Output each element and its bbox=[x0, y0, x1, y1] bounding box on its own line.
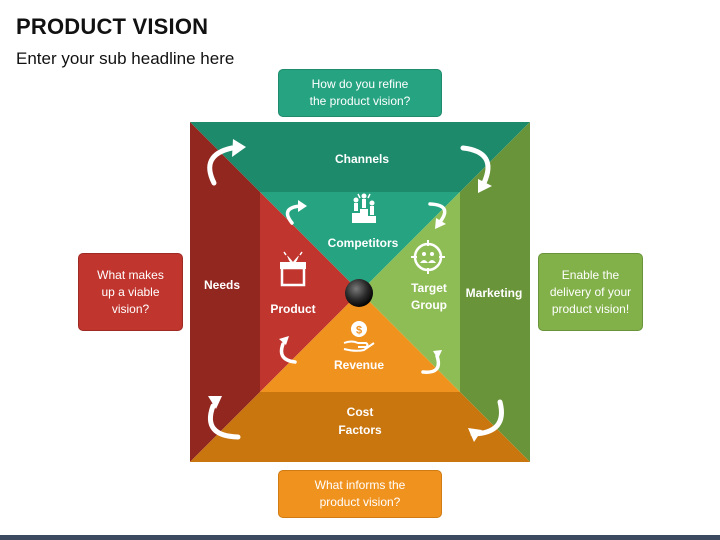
outer-cost-segment bbox=[190, 392, 530, 462]
label-channels: Channels bbox=[335, 152, 389, 166]
label-target-line1: Target bbox=[411, 281, 447, 295]
page-subtitle: Enter your sub headline here bbox=[16, 49, 235, 68]
podium-people-icon bbox=[352, 193, 376, 223]
curved-arrow-icon bbox=[279, 342, 297, 364]
callout-viable: What makes up a viable vision? bbox=[78, 253, 183, 331]
money-hand-icon: $ bbox=[343, 321, 375, 352]
label-marketing: Marketing bbox=[466, 286, 523, 300]
callout-refine: How do you refine the product vision? bbox=[278, 69, 442, 117]
label-cost-line2: Factors bbox=[338, 423, 382, 437]
target-people-icon bbox=[411, 240, 445, 274]
inner-target-segment bbox=[360, 192, 460, 392]
callout-informs: What informs the product vision? bbox=[278, 470, 442, 518]
svg-text:$: $ bbox=[356, 325, 362, 337]
label-needs: Needs bbox=[204, 278, 240, 292]
page-title: PRODUCT VISION bbox=[16, 14, 209, 39]
center-ball bbox=[345, 279, 373, 307]
label-revenue: Revenue bbox=[334, 358, 384, 372]
outer-marketing-segment bbox=[460, 122, 530, 462]
inner-arrows bbox=[279, 202, 447, 374]
label-cost-line1: Cost bbox=[347, 405, 374, 419]
curved-arrow-icon bbox=[285, 204, 302, 225]
label-target-line2: Group bbox=[411, 298, 447, 312]
callout-delivery: Enable the delivery of your product visi… bbox=[538, 253, 643, 331]
inner-competitors-segment bbox=[260, 192, 460, 292]
footer-bar bbox=[0, 535, 720, 540]
gift-box-icon bbox=[280, 251, 306, 287]
curved-arrow-icon bbox=[207, 145, 235, 186]
label-product: Product bbox=[270, 302, 315, 316]
outer-needs-segment bbox=[190, 122, 260, 462]
curved-arrow-icon bbox=[460, 145, 491, 186]
inner-arrowheads bbox=[279, 200, 446, 359]
outer-arrowheads bbox=[208, 139, 492, 442]
label-competitors: Competitors bbox=[328, 236, 399, 250]
curved-arrow-icon bbox=[428, 202, 447, 224]
curved-arrow-icon bbox=[421, 354, 441, 374]
curved-arrow-icon bbox=[207, 403, 241, 440]
outer-channels-segment bbox=[190, 122, 530, 192]
